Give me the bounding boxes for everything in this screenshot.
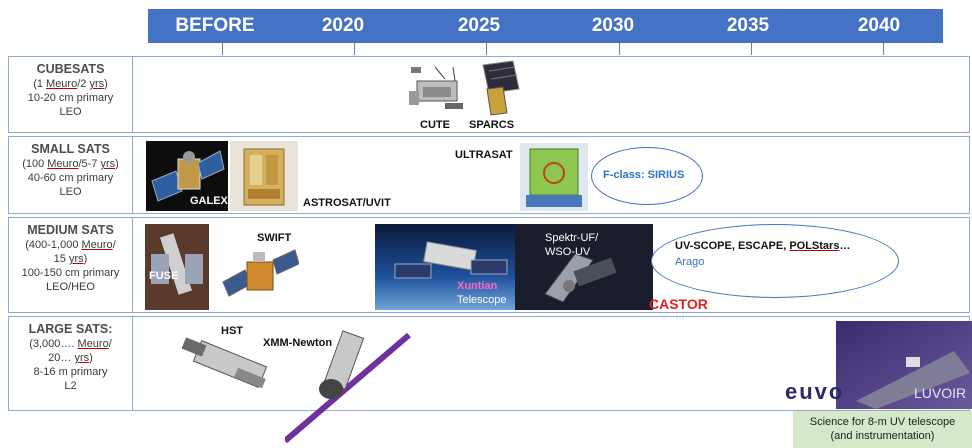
row-label-cubesats: CUBESATS (1 Meuro/2 yrs) 10-20 cm primar… bbox=[9, 57, 133, 132]
castor-label: CASTOR bbox=[649, 296, 708, 312]
tick-2020 bbox=[354, 43, 355, 55]
spektr-label-line1: Spektr-UF/ bbox=[545, 232, 599, 244]
row-title: LARGE SATS: bbox=[28, 322, 113, 336]
spektr-uf-image: Spektr-UF/ WSO-UV bbox=[515, 224, 653, 310]
row-label-smallsats: SMALL SATS (100 Meuro/5-7 yrs) 40-60 cm … bbox=[9, 137, 133, 213]
astrosat-label: ASTROSAT/UVIT bbox=[303, 197, 391, 209]
tick-2040 bbox=[883, 43, 884, 55]
era-before: BEFORE bbox=[175, 15, 255, 36]
ultrasat-satellite-image bbox=[520, 143, 588, 211]
xmm-newton-label: XMM-Newton bbox=[263, 337, 333, 349]
sparcs-label: SPARCS bbox=[469, 119, 515, 131]
xmm-newton-image bbox=[285, 325, 415, 445]
hst-label: HST bbox=[221, 325, 243, 337]
luvoir-label: LUVOIR bbox=[914, 385, 967, 401]
era-2035: 2035 bbox=[726, 15, 770, 36]
era-2030: 2030 bbox=[591, 15, 635, 36]
era-2040: 2040 bbox=[857, 15, 901, 36]
xuntian-label-line1: Xuntian bbox=[457, 280, 498, 292]
medium-sats-cloud bbox=[651, 224, 899, 298]
tick-2030 bbox=[619, 43, 620, 55]
cute-satellite-image bbox=[405, 61, 470, 117]
medium-cloud-missions: UV-SCOPE, ESCAPE, POLStars… bbox=[675, 240, 851, 252]
row-title: SMALL SATS bbox=[31, 142, 110, 156]
swift-satellite-image bbox=[219, 246, 299, 304]
galex-label: GALEX bbox=[190, 195, 228, 207]
row-cubesats: CUBESATS (1 Meuro/2 yrs) 10-20 cm primar… bbox=[8, 56, 970, 133]
era-2020: 2020 bbox=[321, 15, 365, 36]
era-2025: 2025 bbox=[457, 15, 501, 36]
row-title: MEDIUM SATS bbox=[27, 223, 114, 237]
science-note: Science for 8-m UV telescope (and instru… bbox=[793, 411, 972, 448]
tick-before bbox=[222, 43, 223, 55]
ultrasat-label: ULTRASAT bbox=[455, 149, 513, 161]
row-title: CUBESATS bbox=[36, 62, 105, 76]
xuntian-label-line2: Telescope bbox=[457, 294, 507, 306]
sirius-label: F-class: SIRIUS bbox=[603, 169, 685, 181]
xuntian-telescope-image: Xuntian Telescope bbox=[375, 224, 515, 310]
row-largesats: LARGE SATS: (3,000…. Meuro/ 20… yrs) 8-1… bbox=[8, 316, 972, 444]
sirius-cloud bbox=[591, 147, 703, 205]
swift-label: SWIFT bbox=[257, 232, 292, 244]
spektr-label-line2: WSO-UV bbox=[545, 246, 591, 258]
timeline-bar: BEFORE 2020 2025 2030 2035 2040 bbox=[148, 9, 943, 43]
tick-2025 bbox=[486, 43, 487, 55]
hst-telescope-image bbox=[179, 327, 279, 407]
arago-label: Arago bbox=[675, 256, 705, 268]
fuse-label: FUSE bbox=[149, 270, 179, 282]
row-label-mediumsats: MEDIUM SATS (400-1,000 Meuro/ 15 yrs) 10… bbox=[9, 218, 133, 312]
fuse-satellite-image: FUSE bbox=[145, 224, 209, 310]
sparcs-satellite-image bbox=[473, 59, 521, 119]
astrosat-satellite-image bbox=[230, 141, 298, 211]
row-smallsats: SMALL SATS (100 Meuro/5-7 yrs) 40-60 cm … bbox=[8, 136, 970, 214]
tick-2035 bbox=[751, 43, 752, 55]
row-label-largesats: LARGE SATS: (3,000…. Meuro/ 20… yrs) 8-1… bbox=[9, 317, 133, 410]
euvo-logo: euvo bbox=[785, 379, 845, 404]
galex-satellite-image: GALEX bbox=[146, 141, 228, 211]
cute-label: CUTE bbox=[420, 119, 450, 131]
luvoir-image: LUVOIR bbox=[836, 321, 972, 409]
row-mediumsats: MEDIUM SATS (400-1,000 Meuro/ 15 yrs) 10… bbox=[8, 217, 970, 313]
